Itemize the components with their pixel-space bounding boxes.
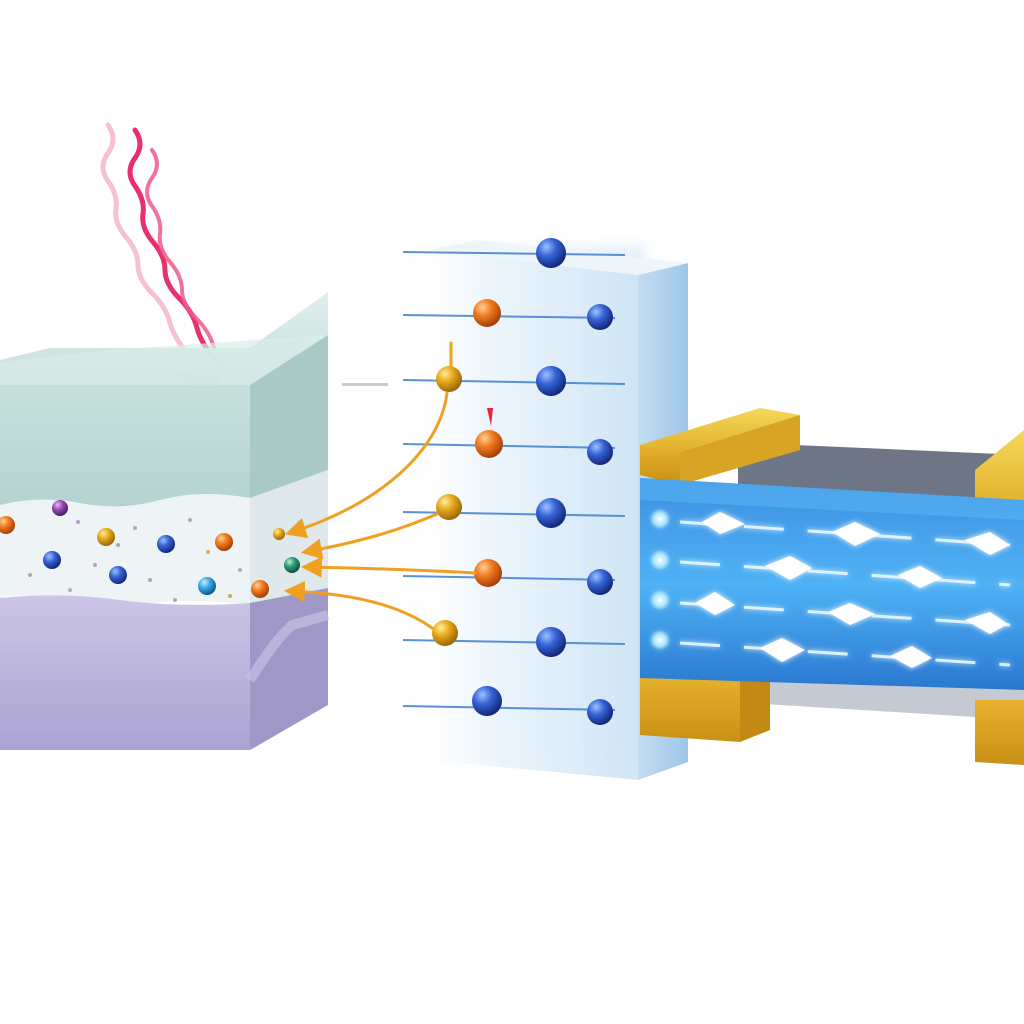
absorber-front-face [0, 385, 250, 515]
absorber-base-front [0, 595, 250, 750]
gap-dash [342, 383, 388, 386]
electron [587, 304, 613, 330]
intermediate-particle [432, 620, 458, 646]
electron [536, 627, 566, 657]
absorber-particles [0, 500, 300, 598]
membrane-particles [432, 238, 613, 725]
absorber-base-side [250, 588, 328, 750]
electron [43, 551, 61, 569]
electron [157, 535, 175, 553]
channel-lanes [650, 509, 1011, 668]
hole [474, 559, 502, 587]
absorber-block [0, 292, 330, 750]
hole [215, 533, 233, 551]
intermediate-particle [52, 500, 68, 516]
intermediate-particle [436, 366, 462, 392]
channel-lane [650, 590, 1011, 634]
electron [587, 439, 613, 465]
electron [587, 569, 613, 595]
electron [109, 566, 127, 584]
electron [536, 498, 566, 528]
drain-electrode [975, 430, 1024, 765]
channel-front [640, 478, 1024, 690]
hole [251, 580, 269, 598]
energy-level-line [402, 443, 616, 449]
electron [587, 699, 613, 725]
channel-lane [650, 630, 1011, 668]
hole [0, 516, 15, 534]
source-electrode [640, 408, 800, 742]
transfer-arrow [300, 512, 439, 560]
energy-level-line [402, 705, 616, 711]
intermediate-particle [284, 557, 300, 573]
channel-back-slab [738, 445, 1024, 500]
intermediate-particle [273, 528, 285, 540]
transfer-arrow [300, 556, 477, 578]
energy-level-line [402, 314, 616, 319]
particle-speckles [28, 518, 242, 602]
intermediate-particle [198, 577, 216, 595]
transfer-arrow [284, 391, 449, 539]
hole [475, 430, 503, 458]
electron [536, 366, 566, 396]
energy-level-line [402, 575, 616, 581]
energy-level-line [402, 251, 626, 256]
electron [536, 238, 566, 268]
intermediate-particle [97, 528, 115, 546]
channel-lane [650, 550, 1011, 588]
hole [473, 299, 501, 327]
channel-lane [650, 509, 1011, 555]
charge-transfer-arrows [283, 341, 477, 630]
energy-level-membrane [402, 238, 688, 780]
intermediate-particle [436, 494, 462, 520]
channel-device [640, 408, 1024, 765]
excitation-marker [487, 408, 493, 426]
absorber-side-face [250, 335, 328, 515]
electron [472, 686, 502, 716]
transfer-arrow [283, 581, 434, 630]
